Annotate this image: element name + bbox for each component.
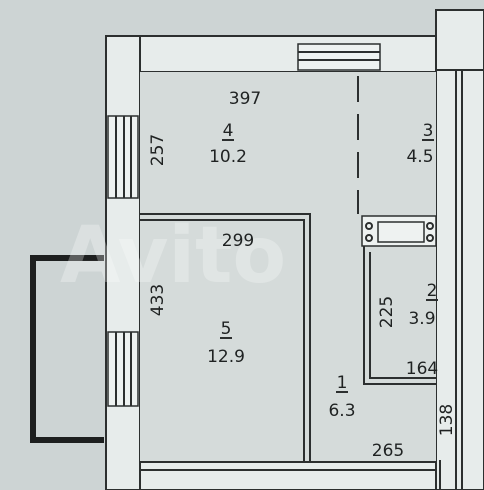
room-2-number: 2 bbox=[427, 281, 438, 301]
wall-room4-room5-inner bbox=[140, 219, 305, 462]
room-4-area: 10.2 bbox=[209, 147, 247, 167]
stove-icon bbox=[377, 221, 425, 243]
stove-burner-icon bbox=[426, 222, 434, 230]
interior-wall-bottom bbox=[139, 461, 437, 490]
room-3-number: 3 bbox=[423, 121, 434, 141]
wall-room4-room5 bbox=[140, 213, 311, 462]
watermark-text: Avito bbox=[60, 211, 286, 301]
room-5-number: 5 bbox=[221, 319, 232, 339]
room-5-area: 12.9 bbox=[207, 347, 245, 367]
dimension-room5-width: 299 bbox=[222, 231, 254, 251]
wall-room2-inner bbox=[369, 252, 436, 379]
dimension-hall-width: 265 bbox=[372, 441, 404, 461]
room-2-area: 3.9 bbox=[408, 309, 435, 329]
stove-burner-icon bbox=[426, 234, 434, 242]
exterior-wall-left bbox=[105, 35, 141, 490]
window-left-upper-lines bbox=[115, 116, 132, 198]
window-top bbox=[297, 43, 381, 71]
window-top-lines bbox=[298, 51, 380, 61]
dimension-room2-depth: 225 bbox=[377, 296, 397, 328]
room-3-floor bbox=[358, 72, 436, 214]
wall-room2 bbox=[363, 246, 436, 385]
exterior-wall-top-right bbox=[435, 9, 484, 71]
dimension-room2-width: 164 bbox=[406, 359, 438, 379]
hallway-floor bbox=[310, 214, 436, 462]
room-4-floor bbox=[140, 72, 358, 214]
room-3-area: 4.5 bbox=[406, 147, 433, 167]
sink-knob-icon bbox=[365, 234, 373, 242]
dimension-room4-depth: 257 bbox=[148, 134, 168, 166]
dimension-room5-depth: 433 bbox=[148, 284, 168, 316]
room-1-area: 6.3 bbox=[328, 401, 355, 421]
window-left-lower-lines bbox=[115, 332, 132, 406]
dimension-room4-width: 397 bbox=[229, 89, 261, 109]
exterior-wall-top bbox=[105, 35, 437, 73]
dimension-hall-depth: 138 bbox=[437, 404, 457, 436]
sink-knob-icon bbox=[365, 222, 373, 230]
balcony-outline bbox=[30, 255, 104, 443]
room-1-number: 1 bbox=[337, 373, 348, 393]
exterior-wall-right bbox=[435, 9, 484, 490]
room-4-number: 4 bbox=[223, 121, 234, 141]
